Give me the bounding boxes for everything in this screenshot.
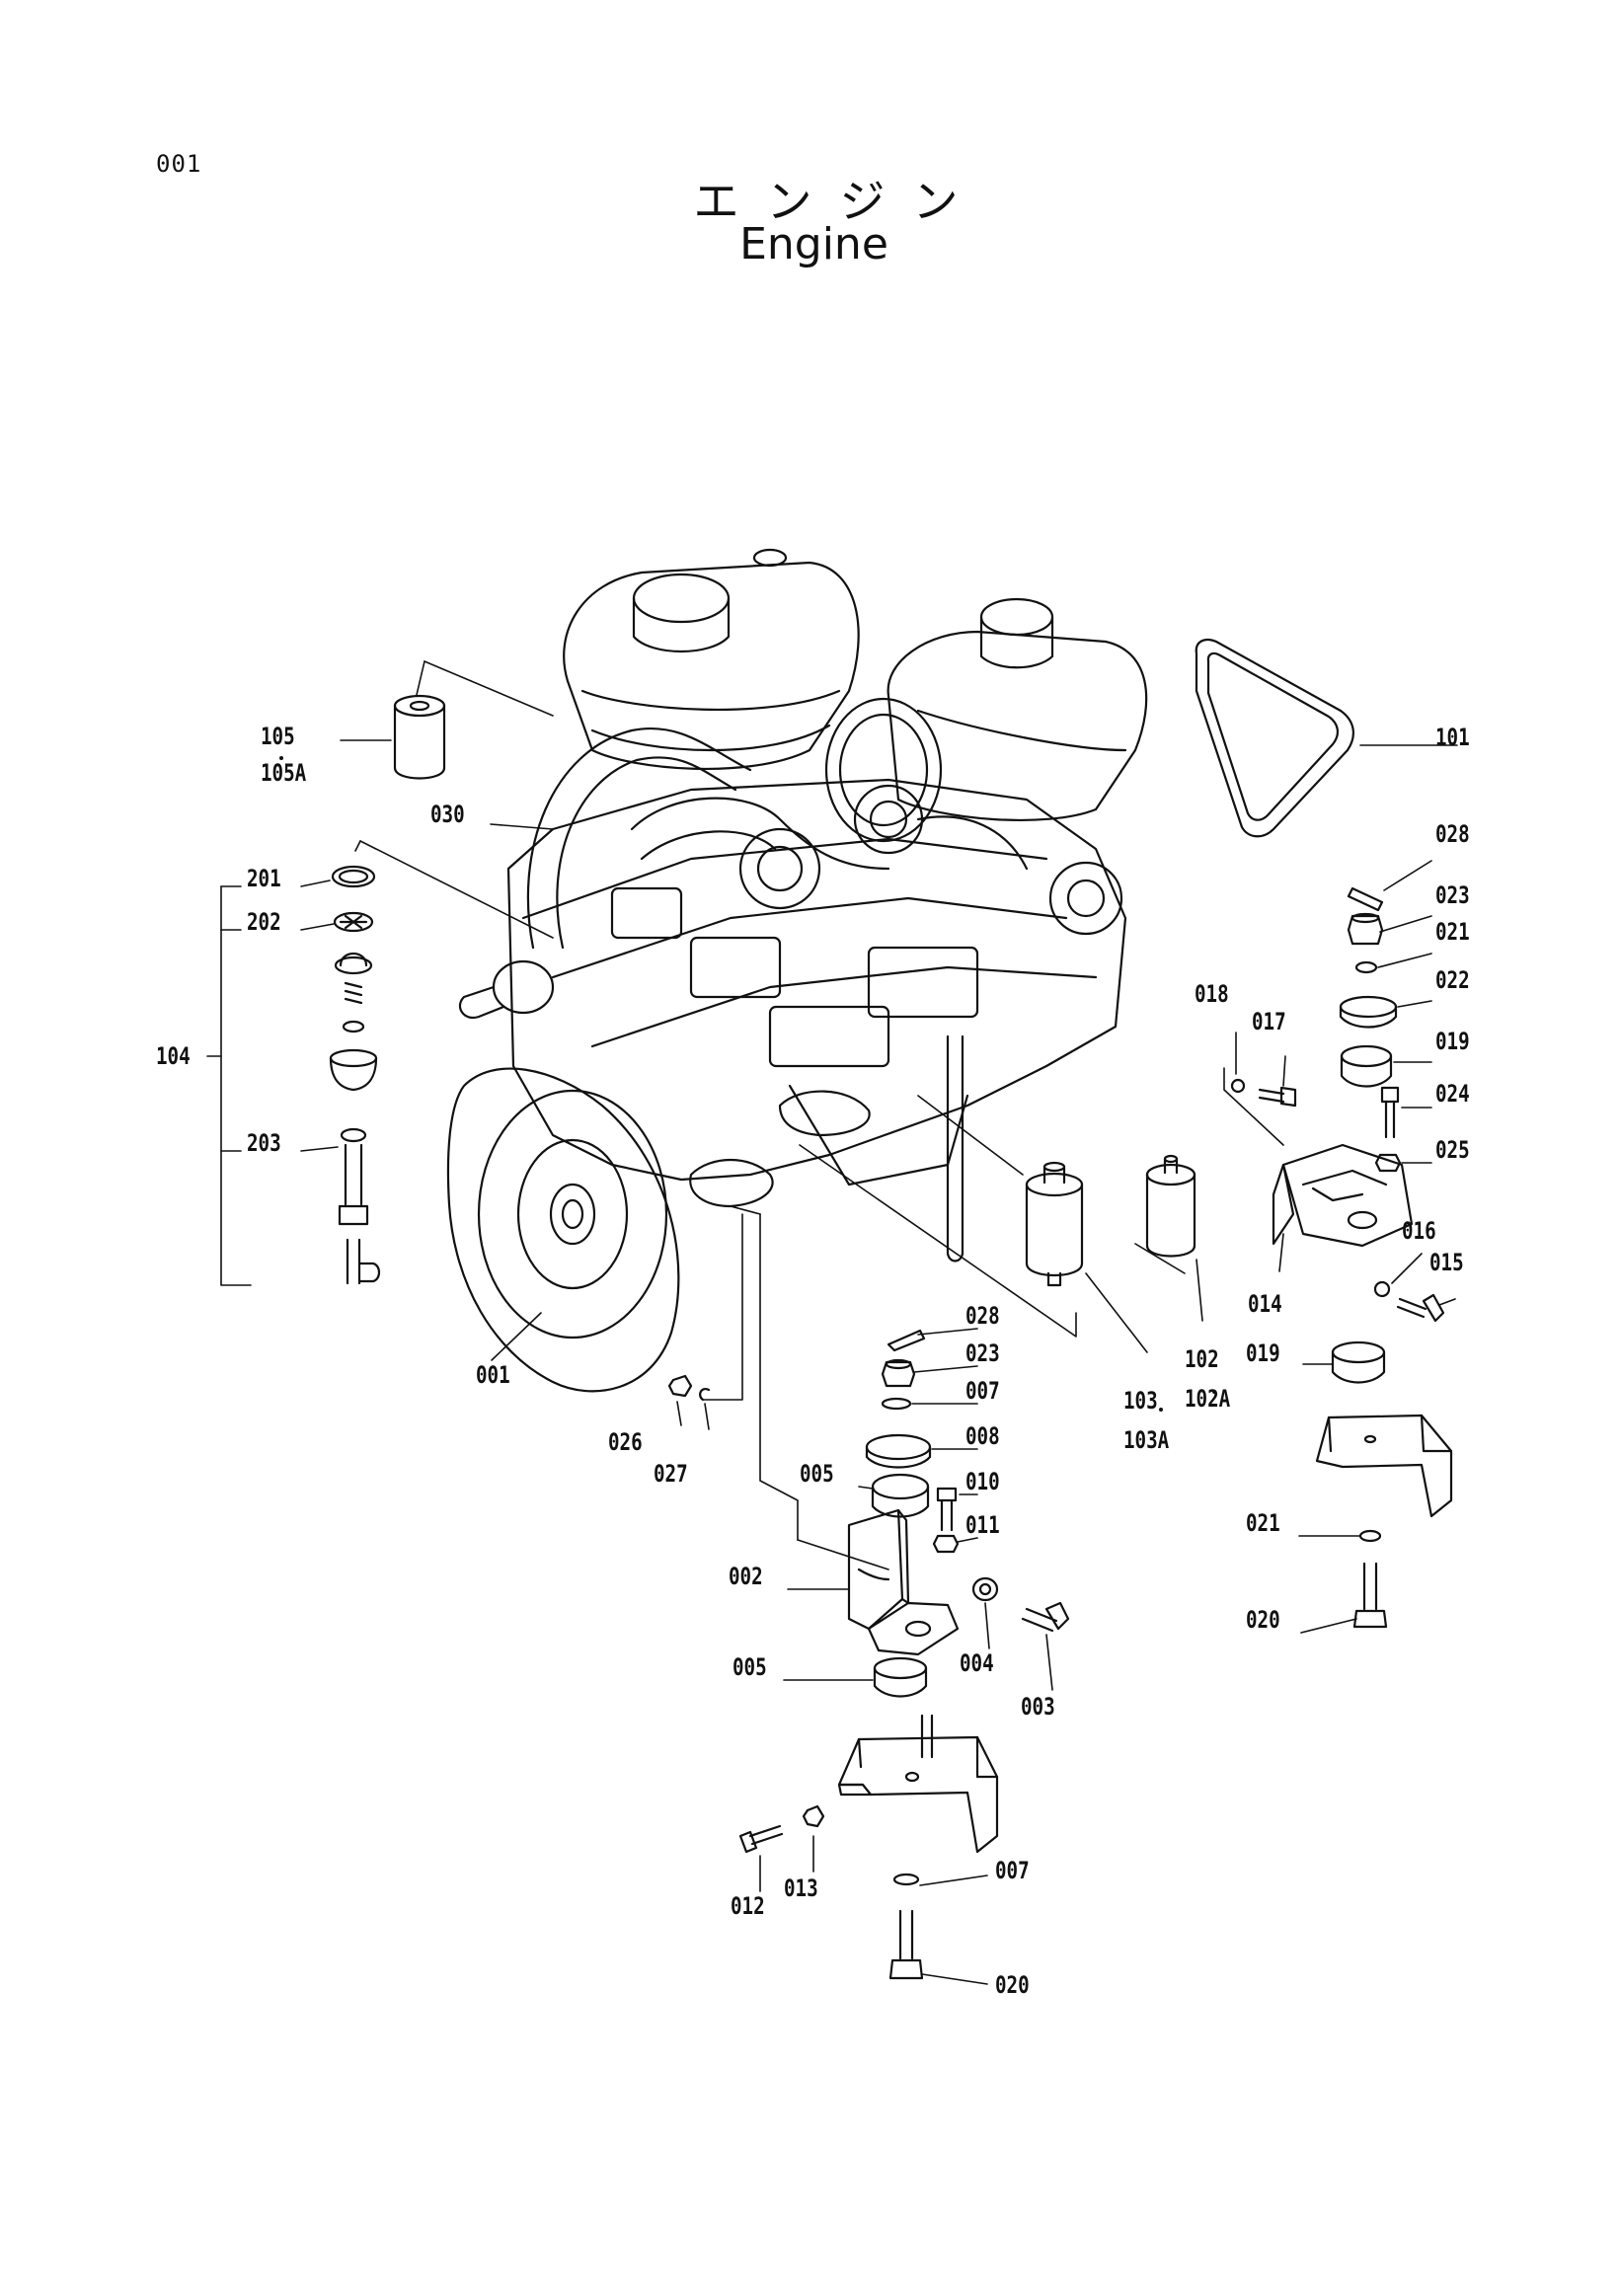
callout-103: 103 — [1123, 1387, 1158, 1415]
callout-005-lower: 005 — [733, 1653, 767, 1681]
page-title-japanese: エンジン — [693, 175, 986, 228]
callout-023-front: 023 — [965, 1339, 1000, 1367]
callout-020-rear: 020 — [1246, 1606, 1280, 1634]
filter-102 — [1145, 1154, 1196, 1258]
callout-007-front-upper: 007 — [965, 1377, 1000, 1405]
callout-030: 030 — [430, 801, 465, 828]
callout-023-rear: 023 — [1435, 881, 1470, 909]
v-belt-101 — [1195, 638, 1354, 838]
callout-002: 002 — [729, 1563, 763, 1590]
callout-003: 003 — [1021, 1693, 1055, 1721]
callout-021-rear-lower: 021 — [1246, 1509, 1280, 1537]
label-dots — [279, 756, 1216, 1412]
callout-019-rear-upper: 019 — [1435, 1028, 1470, 1055]
callout-019-rear-lower: 019 — [1246, 1339, 1280, 1367]
rear-mount-assembly — [1230, 886, 1453, 1629]
callout-201: 201 — [247, 865, 281, 892]
callout-016: 016 — [1402, 1217, 1436, 1245]
callout-005-upper: 005 — [800, 1460, 834, 1488]
callout-014: 014 — [1248, 1290, 1282, 1318]
page-title-english: Engine — [739, 219, 888, 269]
callout-015: 015 — [1429, 1249, 1464, 1276]
callout-203: 203 — [247, 1129, 281, 1157]
callout-025: 025 — [1435, 1136, 1470, 1164]
callout-007-front-lower: 007 — [995, 1857, 1030, 1884]
callout-013: 013 — [784, 1875, 818, 1902]
callout-011: 011 — [965, 1511, 1000, 1539]
callout-105A: 105A — [261, 759, 307, 787]
leader-lines — [206, 660, 1458, 1985]
callout-024: 024 — [1435, 1080, 1470, 1108]
callout-018: 018 — [1195, 980, 1229, 1008]
callout-004: 004 — [960, 1649, 994, 1677]
callout-022: 022 — [1435, 966, 1470, 994]
engine-assembly-drawing — [446, 548, 1148, 1393]
callout-012: 012 — [731, 1892, 765, 1920]
callout-104: 104 — [156, 1042, 191, 1070]
callout-103A: 103A — [1123, 1426, 1170, 1454]
front-mount-assembly — [667, 1329, 1070, 1980]
callout-010: 010 — [965, 1468, 1000, 1495]
filter-103 — [1025, 1161, 1084, 1287]
callout-102A: 102A — [1185, 1385, 1231, 1413]
callout-028-rear: 028 — [1435, 820, 1470, 848]
callout-028-front: 028 — [965, 1302, 1000, 1330]
callout-026: 026 — [608, 1428, 643, 1456]
callout-101: 101 — [1435, 724, 1470, 751]
page-number: 001 — [156, 150, 202, 178]
filter-105 — [393, 694, 446, 780]
callout-202: 202 — [247, 908, 281, 936]
callout-001: 001 — [476, 1361, 510, 1389]
callout-020-front: 020 — [995, 1971, 1030, 1999]
callout-017: 017 — [1252, 1008, 1286, 1035]
callout-027: 027 — [654, 1460, 688, 1488]
callout-008: 008 — [965, 1422, 1000, 1450]
callout-105: 105 — [261, 723, 295, 750]
strainer-assembly-104 — [329, 865, 381, 1285]
callout-102: 102 — [1185, 1345, 1219, 1373]
callout-021-rear-upper: 021 — [1435, 918, 1470, 946]
